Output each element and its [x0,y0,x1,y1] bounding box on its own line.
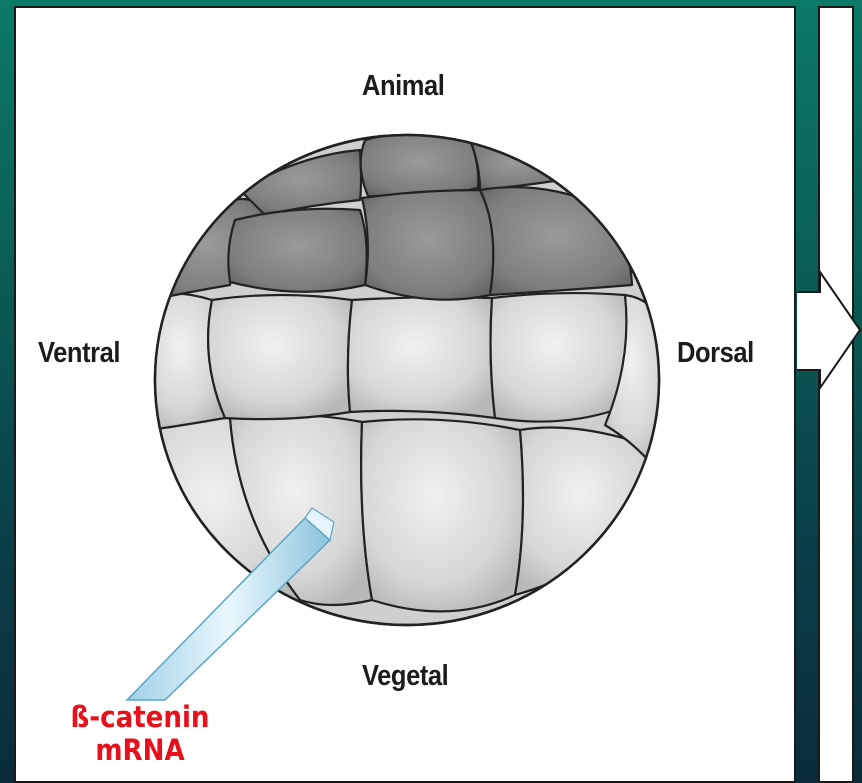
animal-pole-label: Animal [362,70,444,103]
vegetal-cell [515,428,660,596]
animal-cell [361,133,479,198]
injection-label-line1: ß-catenin [50,700,230,734]
vegetal-cell [361,419,523,611]
injection-label-line2: mRNA [50,733,230,767]
equatorial-cell [208,295,352,419]
equatorial-cell [491,293,629,421]
equatorial-cell [348,297,495,418]
right-arrow-icon [797,272,860,388]
dorsal-label: Dorsal [677,337,754,370]
animal-cell [480,187,632,295]
vegetal-pole-label: Vegetal [362,660,448,693]
animal-cell [228,209,366,292]
animal-cell [362,190,493,300]
ventral-label: Ventral [38,337,120,370]
